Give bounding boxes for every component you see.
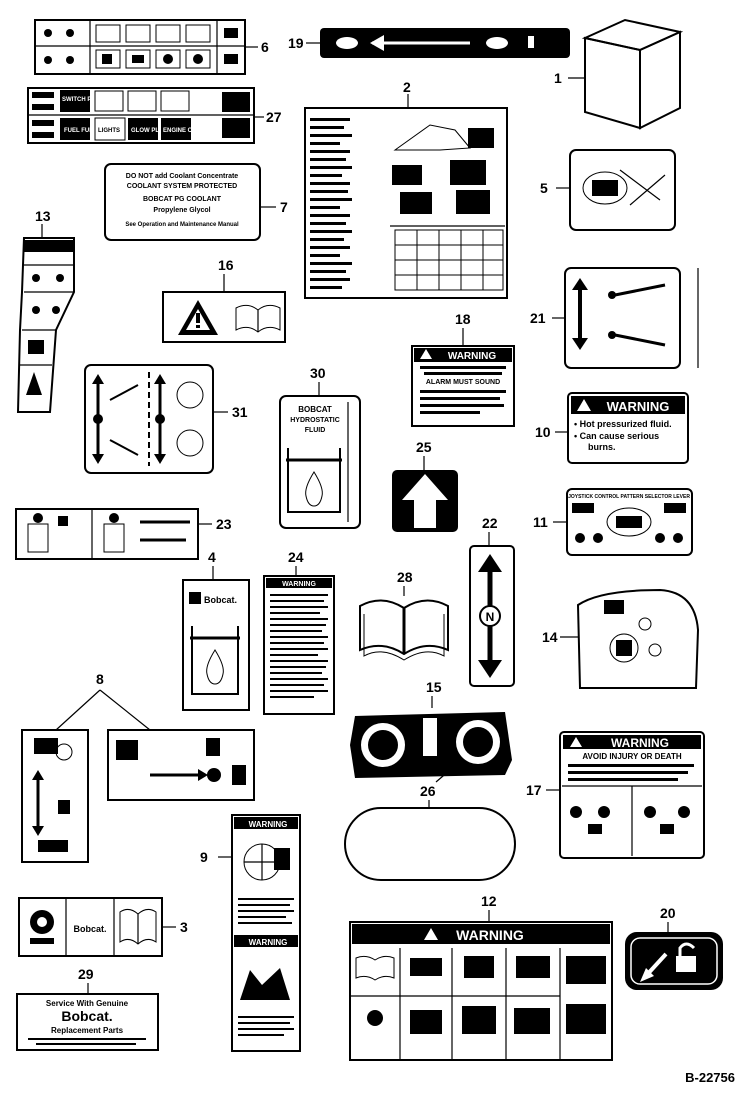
callout-13: 13 [35,208,51,224]
callout-16: 16 [218,257,234,273]
callout-18: 18 [455,311,471,327]
callout-15: 15 [426,679,442,695]
decal-7-line1: DO NOT add Coolant Concentrate [126,173,239,180]
decal-17-sub: AVOID INJURY OR DEATH [582,752,681,761]
callout-7: 7 [280,199,288,215]
decal-29-line2: Bobcat. [61,1008,112,1024]
decal-7-line4: Propylene Glycol [153,207,210,214]
decal-27: SWITCH POWER FUEL FULL LIGHTS GLOW PLUG … [27,87,282,144]
decal-8: 8 [21,671,255,863]
decal-27-engine-oil: ENGINE OIL [163,128,198,134]
decal-20: 20 [625,905,723,990]
decal-27-switch-power: SWITCH POWER [62,97,111,103]
decal-17-warning: WARNING [611,736,669,750]
decal-10: WARNING • Hot pressurized fluid. • Can c… [535,392,689,464]
decal-14: 14 [542,588,700,689]
decal-17: WARNING AVOID INJURY OR DEATH 17 [526,731,705,859]
item-1-box: 1 [554,18,684,130]
decal-11-title: JOYSTICK CONTROL PATTERN SELECTOR LEVER [568,494,690,500]
decal-30-line3: FLUID [305,427,326,434]
decal-23: 23 [15,508,232,560]
decal-16: 16 [162,257,286,343]
decal-15: 15 [350,679,512,783]
decal-10-line2: • Can cause serious [574,431,659,441]
decal-9: WARNING WARNING 9 [200,814,301,1052]
callout-17: 17 [526,782,542,798]
decal-6: 6 [34,19,269,75]
decal-13: 13 [16,208,75,413]
callout-3: 3 [180,919,188,935]
decal-10-warning: WARNING [607,399,670,414]
callout-20: 20 [660,905,676,921]
callout-1: 1 [554,70,562,86]
decal-22: 22 N [469,515,515,687]
decal-5: 5 [540,149,676,231]
callout-26: 26 [420,783,436,799]
decal-29-line3: Replacement Parts [51,1026,124,1035]
callout-8: 8 [96,671,104,687]
callout-12: 12 [481,893,497,909]
callout-5: 5 [540,180,548,196]
callout-30: 30 [310,365,326,381]
decal-3: Bobcat. 3 [18,897,188,957]
callout-19: 19 [288,35,304,51]
decal-18-sub: ALARM MUST SOUND [426,379,500,386]
decal-24-warning: WARNING [282,581,316,588]
decal-27-glow-plug: GLOW PLUG [131,128,168,134]
decal-27-lights: LIGHTS [98,128,120,134]
decal-22-neutral: N [486,610,495,624]
decal-7-line3: BOBCAT PG COOLANT [143,196,222,203]
callout-27: 27 [266,109,282,125]
decal-30-line1: BOBCAT [298,405,332,414]
callout-31: 31 [232,404,248,420]
callout-2: 2 [403,79,411,95]
decal-7-line5: See Operation and Maintenance Manual [125,222,239,228]
decal-10-line3: burns. [588,442,616,452]
decal-30: 30 BOBCAT HYDROSTATIC FLUID [279,365,361,529]
decal-4-bobcat: Bobcat. [204,595,237,605]
callout-6: 6 [261,39,269,55]
decal-12: 12 WARNING [349,893,613,1061]
callout-28: 28 [397,569,413,585]
callout-21: 21 [530,310,546,326]
decal-18-warning: WARNING [448,351,497,362]
callout-10: 10 [535,424,551,440]
decal-7-line2: COOLANT SYSTEM PROTECTED [127,183,237,190]
callout-14: 14 [542,629,558,645]
decal-25: 25 [392,439,458,532]
decal-9-warning-top: WARNING [249,820,288,829]
callout-4: 4 [208,549,216,565]
callout-29: 29 [78,966,94,982]
decal-9-warning-bottom: WARNING [249,938,288,947]
decal-3-bobcat: Bobcat. [73,924,106,934]
decal-29-line1: Service With Genuine [46,999,129,1008]
decal-2: 2 [304,79,508,299]
decal-11: JOYSTICK CONTROL PATTERN SELECTOR LEVER … [533,488,693,556]
decal-31: 31 [84,364,248,474]
callout-11: 11 [533,514,548,530]
callout-23: 23 [216,516,232,532]
decal-12-warning: WARNING [456,927,524,943]
decal-26: 26 [344,783,516,881]
callout-24: 24 [288,549,304,565]
callout-25: 25 [416,439,432,455]
decal-27-fuel-full: FUEL FULL [64,128,97,134]
decal-7: DO NOT add Coolant Concentrate COOLANT S… [104,163,288,241]
decal-24: 24 WARNING [263,549,335,715]
decal-18: 18 WARNING ALARM MUST SOUND [411,311,515,427]
callout-22: 22 [482,515,498,531]
decal-29: 29 Service With Genuine Bobcat. Replacem… [16,966,159,1051]
decal-19: 19 [288,28,570,58]
decal-30-line2: HYDROSTATIC [290,417,340,424]
decal-21: 21 [530,267,699,369]
decal-4: 4 Bobcat. [182,549,250,711]
decal-10-line1: • Hot pressurized fluid. [574,419,672,429]
item-28-manual: 28 [359,569,449,661]
callout-9: 9 [200,849,208,865]
figure-code: B-22756 [685,1070,735,1085]
